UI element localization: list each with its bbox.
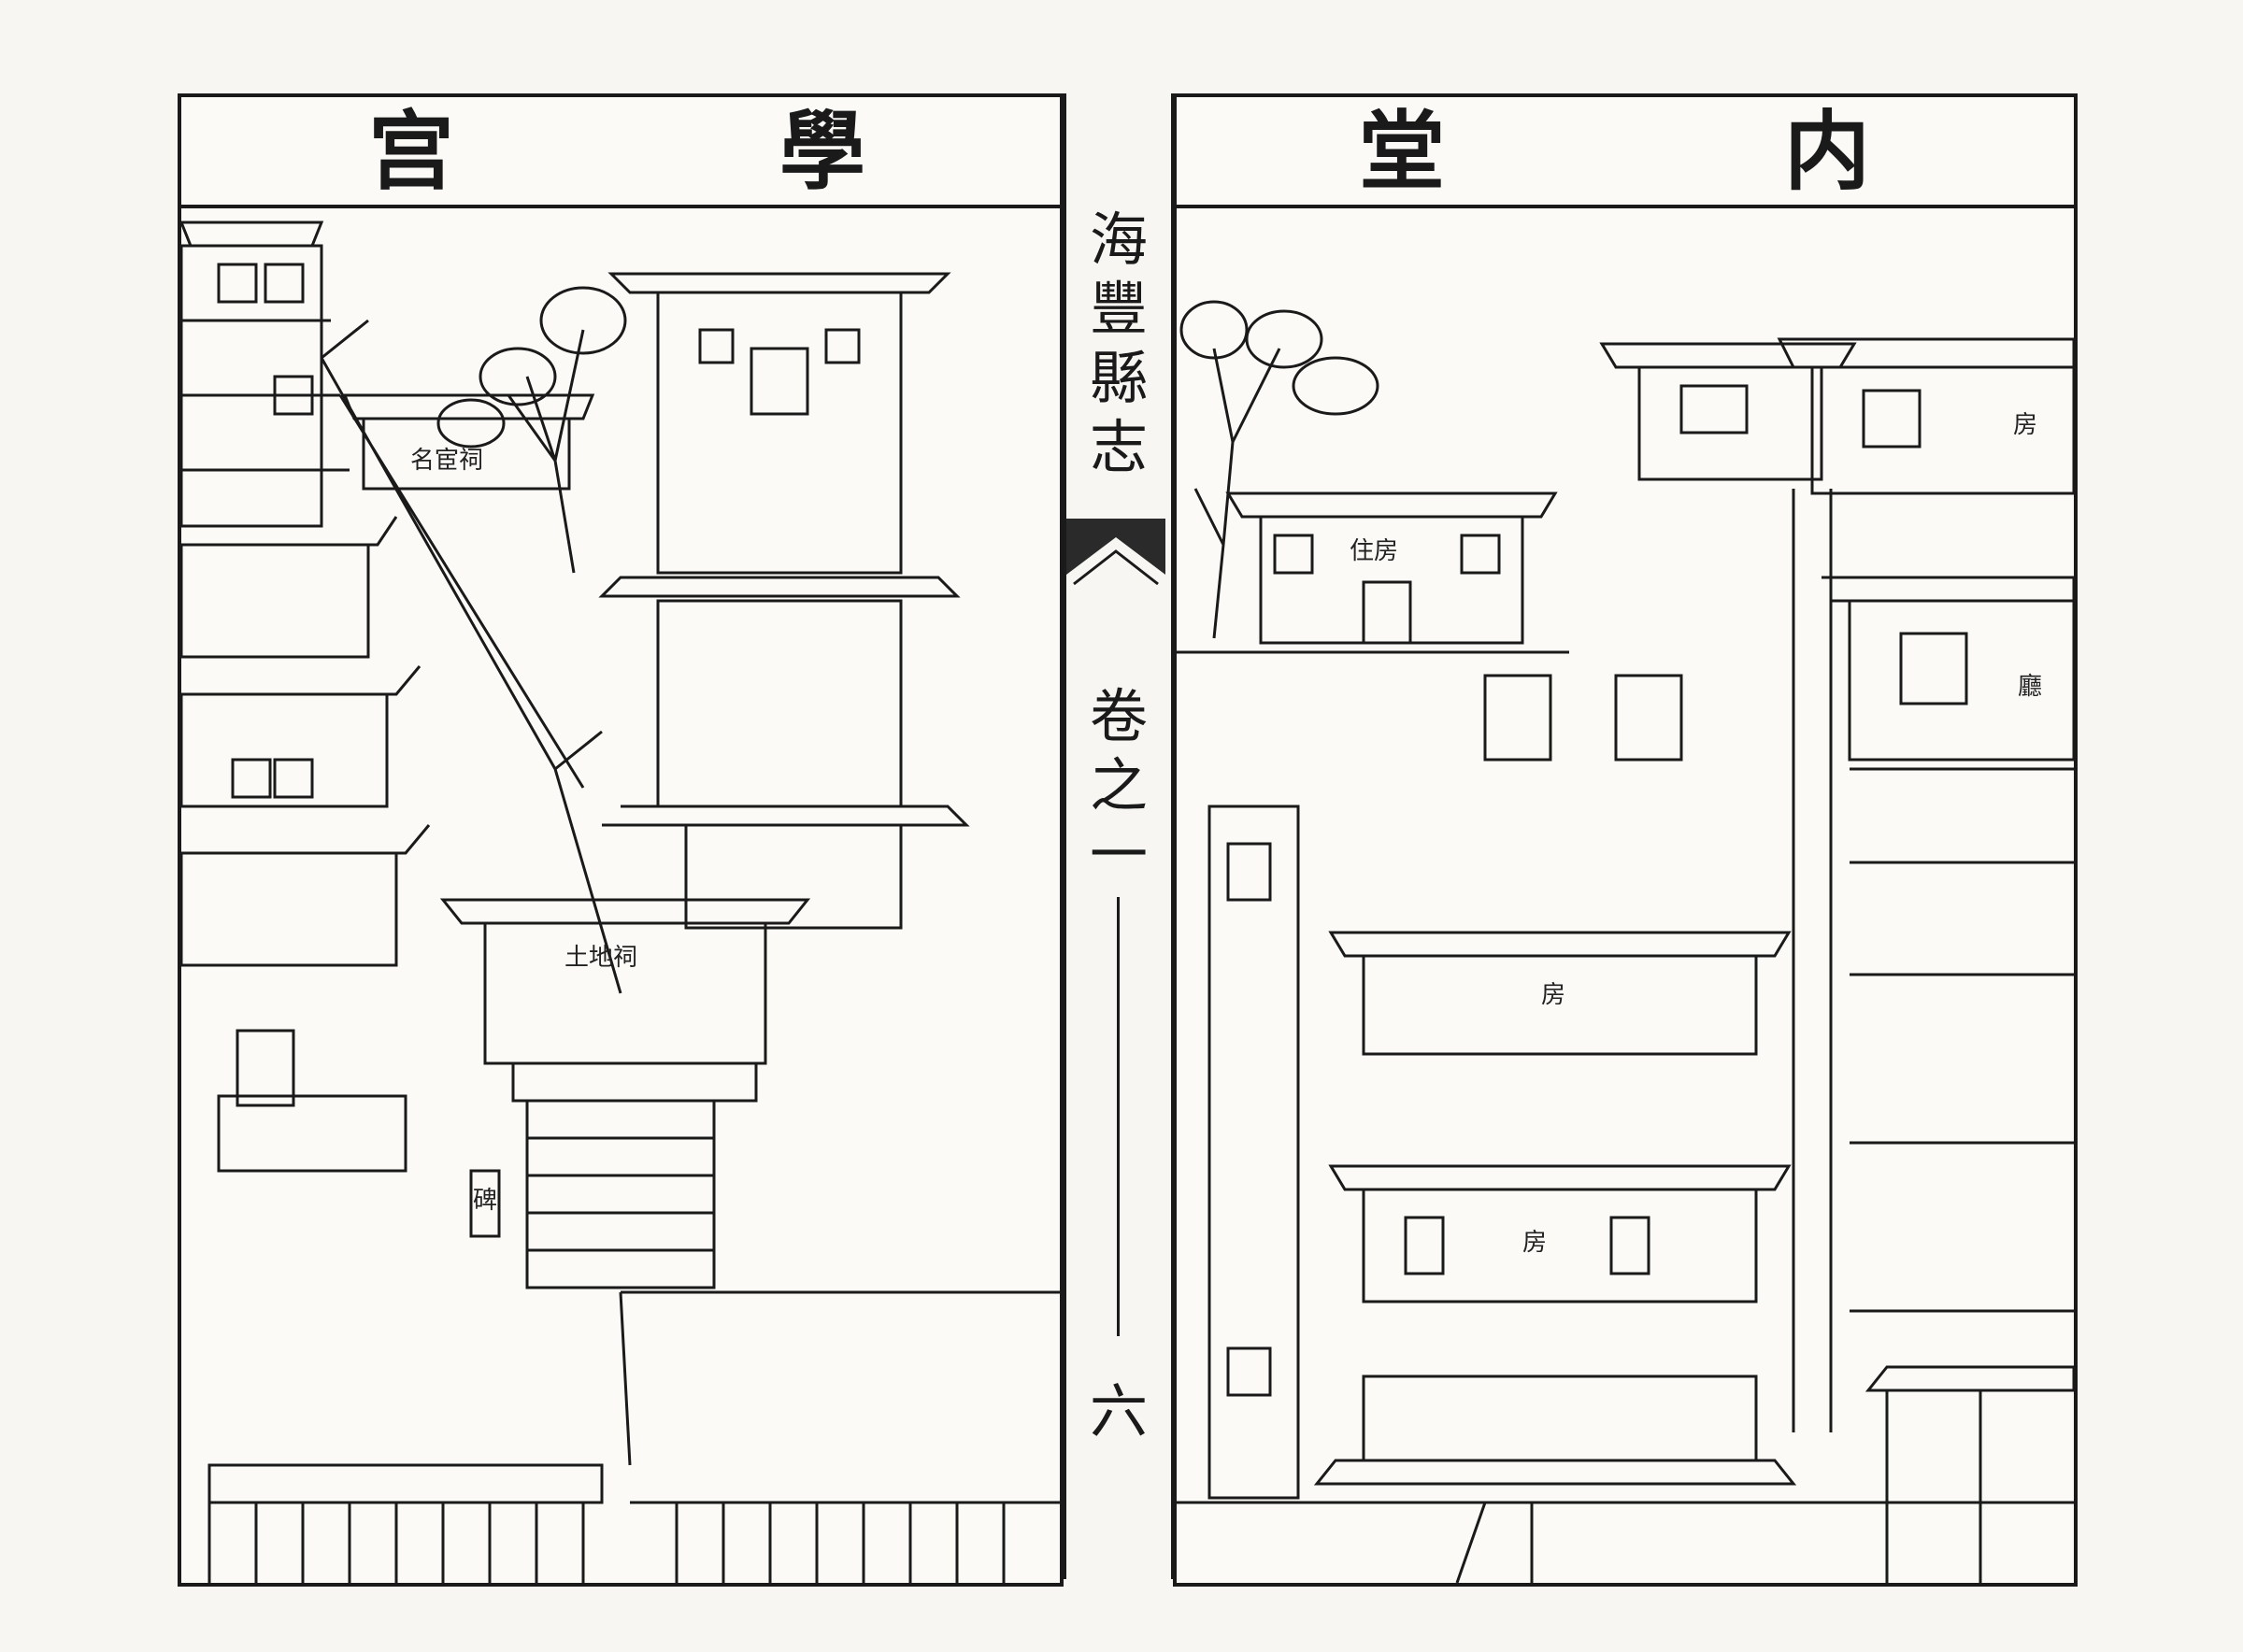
label-fang-top: 房	[2013, 411, 2037, 439]
left-title-char-2: 宫	[368, 101, 455, 202]
label-fang-low: 房	[1522, 1229, 1547, 1257]
left-title-char-1: 學	[779, 101, 866, 202]
spine-book-title: 海 豐 縣 志	[1066, 206, 1171, 482]
right-title-char-2: 堂	[1359, 101, 1446, 202]
right-page: 堂 内 住房 房 廳	[1173, 93, 2078, 1587]
spine-divider-line	[1117, 897, 1120, 1336]
spine-title-char-4: 志	[1089, 413, 1148, 481]
fish-tail-ornament	[1066, 519, 1171, 668]
spine-volume-char-3: 一	[1089, 820, 1148, 889]
spine-page-number: 六	[1089, 1377, 1148, 1446]
label-ming-huan-ci: 名宦祠	[410, 447, 483, 475]
spine-title-char-1: 海	[1089, 206, 1148, 274]
spine-column: 海 豐 縣 志 卷 之 一 六	[1064, 93, 1174, 1579]
spine-title-char-2: 豐	[1089, 275, 1148, 343]
spine-volume-char-1: 卷	[1089, 682, 1148, 750]
label-zhu-fang: 住房	[1350, 537, 1398, 565]
label-fang-mid: 房	[1541, 981, 1565, 1009]
spine-volume-char-2: 之	[1089, 751, 1148, 819]
left-page: 宫 學 名宦祠	[178, 93, 1064, 1587]
spine-title-char-3: 縣	[1089, 344, 1148, 412]
label-stele: 碑	[473, 1187, 497, 1215]
right-title-char-1: 内	[1784, 101, 1871, 202]
spine-volume: 卷 之 一	[1066, 682, 1171, 890]
school-palace-illustration: 名宦祠 土地祠 碑	[181, 208, 1060, 1583]
label-ting: 廳	[2018, 673, 2042, 701]
right-title-band: 堂 内	[1177, 97, 2074, 208]
inner-hall-illustration: 住房 房 廳 房	[1177, 208, 2074, 1583]
label-tu-di-ci: 土地祠	[564, 944, 637, 972]
left-title-band: 宫 學	[181, 97, 1060, 208]
